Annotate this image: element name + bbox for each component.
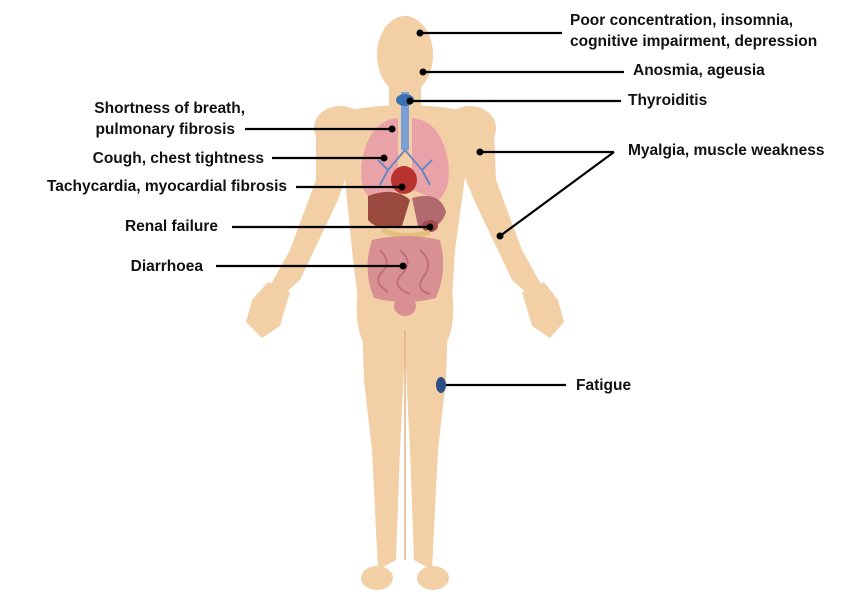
marker-arm-upper <box>477 149 484 156</box>
label-head-line2: cognitive impairment, depression <box>570 32 817 51</box>
label-nose: Anosmia, ageusia <box>633 61 765 80</box>
label-lung-line1: Shortness of breath, <box>94 99 245 118</box>
label-arm: Myalgia, muscle weakness <box>628 141 824 160</box>
marker-chest <box>381 155 388 162</box>
marker-lung <box>389 126 396 133</box>
bladder <box>394 296 416 316</box>
marker-thyroid <box>407 98 414 105</box>
label-heart: Tachycardia, myocardial fibrosis <box>47 177 287 196</box>
label-head-line1: Poor concentration, insomnia, <box>570 11 793 30</box>
marker-nose <box>420 69 427 76</box>
label-chest: Cough, chest tightness <box>93 149 264 168</box>
label-leg: Fatigue <box>576 376 631 395</box>
marker-gut <box>400 263 407 270</box>
marker-head <box>417 30 424 37</box>
label-lung-line2: pulmonary fibrosis <box>95 120 235 139</box>
label-thyroid: Thyroiditis <box>628 91 707 110</box>
blood-clot <box>436 377 446 393</box>
leader-arm-lower <box>500 152 614 236</box>
marker-heart <box>399 184 406 191</box>
marker-arm-lower <box>497 233 504 240</box>
label-kidney: Renal failure <box>125 217 218 236</box>
marker-kidney <box>427 224 434 231</box>
label-gut: Diarrhoea <box>131 257 203 276</box>
